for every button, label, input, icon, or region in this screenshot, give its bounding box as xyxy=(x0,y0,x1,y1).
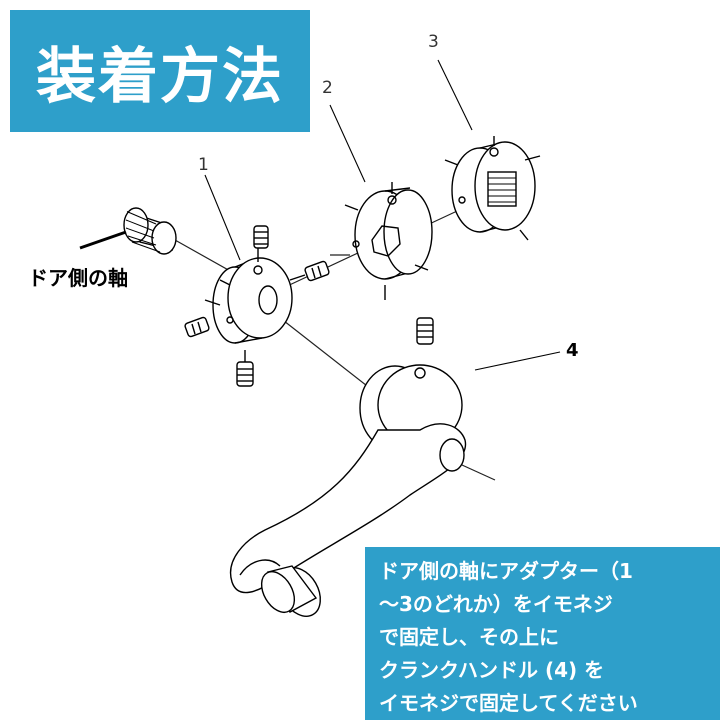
set-screw-icons xyxy=(184,225,434,387)
instruction-line: クランクハンドル (4) を xyxy=(379,658,605,682)
page-title: 装着方法 xyxy=(36,41,284,112)
adapter-3-icon xyxy=(444,136,541,241)
set-screw-right-1 xyxy=(304,260,330,282)
part-number-2: 2 xyxy=(322,78,333,98)
instruction-line: ～3のどれか）をイモネジ xyxy=(379,592,613,616)
set-screw-top-1 xyxy=(253,225,269,249)
part-number-4: 4 xyxy=(566,340,579,361)
instruction-line: ドア側の軸にアダプター（1 xyxy=(379,559,633,583)
set-screw-left-1 xyxy=(184,316,210,338)
crank-handle-icon xyxy=(229,364,467,617)
part-number-1: 1 xyxy=(198,155,209,175)
adapter-1-icon xyxy=(204,245,306,362)
adapter-2-icon xyxy=(344,182,433,300)
set-screw-bottom-1 xyxy=(236,361,254,387)
instruction-line: イモネジで固定してください xyxy=(379,691,638,715)
title-banner: 装着方法 xyxy=(10,10,310,132)
door-shaft-icon xyxy=(79,207,177,255)
instruction-box: ドア側の軸にアダプター（1 ～3のどれか）をイモネジ で固定し、その上に クラン… xyxy=(365,547,720,720)
part-number-3: 3 xyxy=(428,32,439,52)
instruction-line: で固定し、その上に xyxy=(379,625,559,649)
door-shaft-label: ドア側の軸 xyxy=(28,266,128,290)
part-number-leaders xyxy=(204,59,561,371)
set-screw-crank xyxy=(416,317,434,345)
